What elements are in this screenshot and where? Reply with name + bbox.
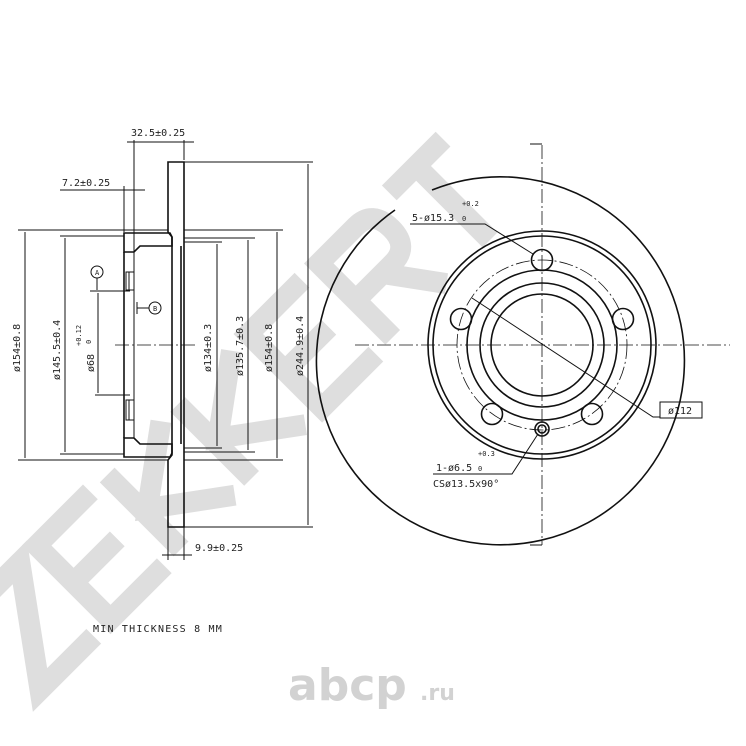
- bolt-hole: [580, 402, 604, 426]
- dia-154-right: ø154±0.8: [264, 324, 275, 372]
- svg-text:.ru: .ru: [420, 681, 455, 706]
- bolt-holes-tol-lower: 0: [462, 215, 466, 223]
- dia-134: ø134±0.3: [203, 324, 214, 372]
- bolt-hole: [530, 248, 554, 272]
- min-thickness-note: MIN THICKNESS 8 MM: [93, 624, 223, 635]
- screw-hole-tol-upper: +0.3: [478, 450, 495, 458]
- dia-145: ø145.5±0.4: [52, 320, 63, 380]
- screw-hole-tol-lower: 0: [478, 465, 482, 473]
- dia-center-bore-tol-lower: 0: [85, 340, 93, 344]
- bolt-holes-label: 5-ø15.3: [412, 213, 454, 224]
- dia-center-bore: ø68: [86, 354, 97, 372]
- bolt-hole: [480, 402, 504, 426]
- bolt-holes: [449, 248, 635, 426]
- site-watermark: abcp .ru: [288, 660, 455, 711]
- countersink-label: CSø13.5x90°: [433, 479, 499, 490]
- front-view: 5-ø15.3 +0.2 0 ø112 1-ø6.5 +0.3 0 CSø13.…: [315, 143, 730, 546]
- svg-text:abcp: abcp: [288, 660, 407, 711]
- dia-center-bore-tol-upper: +0.12: [75, 325, 83, 346]
- brand-watermark: [0, 131, 498, 712]
- bolt-holes-tol-upper: +0.2: [462, 200, 479, 208]
- side-section-view: 32.5±0.25 7.2±0.25 9.9±0.25 ø154±0.8 ø14…: [12, 128, 313, 560]
- dim-hat-thickness: 7.2±0.25: [62, 178, 110, 189]
- dia-outer-hat: ø154±0.8: [12, 324, 23, 372]
- dia-disc: ø244.9±0.4: [295, 316, 306, 376]
- screw-hole-label: 1-ø6.5: [436, 463, 472, 474]
- dia-135: ø135.7±0.3: [235, 316, 246, 376]
- dim-disc-thickness: 9.9±0.25: [195, 543, 243, 554]
- dim-offset: 32.5±0.25: [131, 128, 185, 139]
- datum-a: A: [95, 269, 100, 277]
- pcd-label: ø112: [668, 406, 692, 417]
- bolt-hole: [611, 307, 635, 331]
- datum-b: B: [153, 305, 157, 313]
- bolt-hole: [449, 307, 473, 331]
